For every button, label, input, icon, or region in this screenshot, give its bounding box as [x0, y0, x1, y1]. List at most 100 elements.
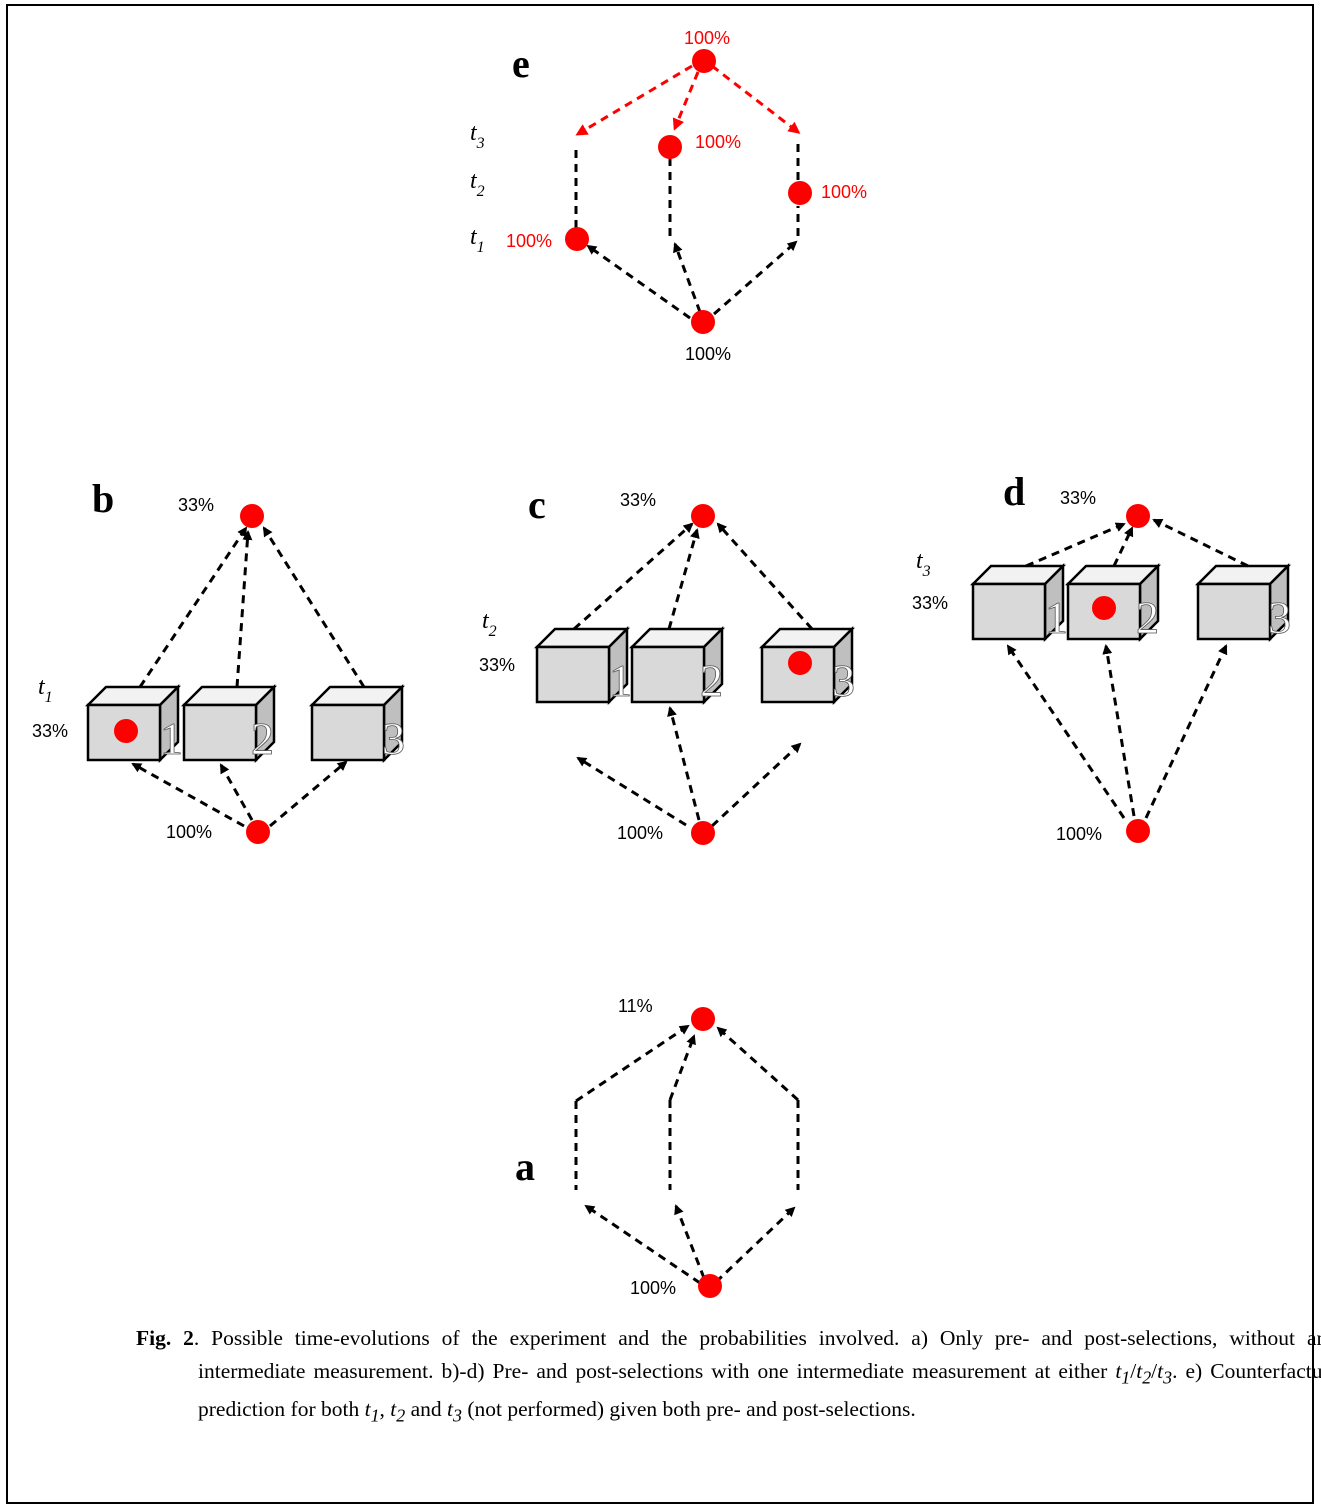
panel-b-top-pct: 33%	[178, 495, 214, 515]
panel-c-bottom-pct: 100%	[617, 823, 663, 843]
panel-d: d 33% t3 33% 1 2 3 100%	[912, 469, 1291, 844]
caption-t1: t	[1115, 1358, 1122, 1383]
panel-b-box-2-number: 2	[251, 713, 274, 764]
panel-e-t2-label: t2	[470, 168, 485, 200]
panel-e-red-arrow-left	[575, 64, 693, 136]
figure-frame	[6, 4, 1314, 1504]
figure-caption: Fig. 2. Possible time-evolutions of the …	[136, 1322, 1321, 1432]
caption-t3-sub: 3	[1163, 1366, 1173, 1387]
panel-d-top-particle	[1126, 504, 1150, 528]
panel-c-arrow-bottom-box3	[710, 742, 802, 828]
panel-d-arrow-box2-top	[1112, 526, 1134, 567]
panel-c-arrow-bottom-box1	[576, 756, 687, 827]
caption-c-t1: t	[364, 1397, 371, 1422]
panel-a-arrow-right-lower	[714, 1206, 796, 1284]
panel-a-arrow-mid-lower	[674, 1204, 706, 1279]
panel-d-arrow-bottom-box1	[1006, 644, 1126, 819]
panel-c-bottom-particle	[691, 821, 715, 845]
caption-t1-sub: 1	[1121, 1366, 1131, 1387]
panel-e-red-arrow-mid	[672, 71, 700, 131]
panel-d-box-2-number: 2	[1136, 592, 1159, 643]
panel-c-arrow-bottom-box2	[667, 706, 701, 821]
panel-e-arrow-left-lower	[586, 244, 691, 320]
caption-c-t3-sub: 3	[453, 1405, 462, 1426]
panel-e-red-arrow-right	[711, 64, 801, 134]
panel-e-top-particle	[692, 49, 716, 73]
panel-c: c 33% t2 33% 1 2 3 100%	[479, 482, 855, 845]
panel-e-arrow-right-lower	[713, 240, 798, 316]
panel-e-t1-label: t1	[470, 224, 485, 256]
panel-b-t-label: t1	[38, 674, 53, 706]
panel-e-left-particle	[565, 227, 589, 251]
caption-slash-2: /	[1151, 1358, 1158, 1383]
caption-t2: t	[1136, 1358, 1143, 1383]
panel-d-arrow-bottom-box2	[1102, 644, 1136, 817]
panel-e-bottom-pct: 100%	[685, 344, 731, 364]
panel-e: e t3 t2 t1 100% 100% 100% 100% 100%	[470, 28, 867, 364]
panel-b-box-3-number: 3	[382, 713, 405, 764]
panel-b-arrow-bottom-box2	[219, 763, 254, 821]
panel-d-letter: d	[1003, 469, 1025, 514]
figure-diagram: e t3 t2 t1 100% 100% 100% 100% 100% b 33…	[32, 28, 1291, 1298]
caption-c-t2-sub: 2	[396, 1405, 406, 1426]
panel-b-bottom-pct: 100%	[166, 822, 212, 842]
caption-c-t1-sub: 1	[370, 1405, 380, 1426]
caption-comma: ,	[379, 1397, 391, 1422]
panel-c-particle-in-box-3	[788, 651, 812, 675]
panel-a-arrow-left-upper	[575, 1024, 690, 1103]
panel-d-bottom-pct: 100%	[1056, 824, 1102, 844]
panel-a-top-pct: 11%	[618, 996, 653, 1016]
panel-b-arrow-box3-top	[262, 526, 366, 688]
caption-text-1: . Possible time-evolutions of the experi…	[193, 1326, 1321, 1383]
panel-a-arrow-left-lower	[584, 1204, 701, 1285]
panel-b-arrow-box2-top	[235, 530, 253, 688]
panel-d-bottom-particle	[1126, 819, 1150, 843]
panel-c-t-label: t2	[482, 608, 497, 640]
panel-e-mid-pct: 100%	[695, 132, 741, 152]
panel-c-arrow-box3-top	[716, 522, 814, 631]
panel-b: b 33% t1 33% 1 2 3 100%	[32, 476, 405, 844]
caption-and: and	[405, 1397, 448, 1422]
panel-e-arrow-mid-lower	[673, 242, 702, 313]
panel-a-bottom-particle	[698, 1274, 722, 1298]
panel-e-left-pct: 100%	[506, 231, 552, 251]
panel-c-letter: c	[528, 482, 546, 527]
panel-d-particle-in-box-2	[1092, 596, 1116, 620]
caption-text-3: (not performed) given both pre- and post…	[461, 1397, 916, 1422]
panel-a-arrow-mid-upper	[668, 1034, 696, 1101]
panel-c-box-1-number: 1	[609, 655, 632, 706]
panel-b-particle-in-box-1	[114, 719, 138, 743]
panel-e-top-pct: 100%	[684, 28, 730, 48]
caption-c-t3: t	[447, 1397, 453, 1422]
panel-d-arrow-box3-top	[1152, 518, 1249, 568]
panel-c-box-pct: 33%	[479, 655, 515, 675]
panel-d-box-1-number: 1	[1045, 592, 1068, 643]
panel-e-mid-particle	[658, 135, 682, 159]
panel-c-box-3-number: 3	[832, 655, 855, 706]
panel-a-arrow-right-upper	[716, 1026, 800, 1102]
caption-t3: t	[1157, 1358, 1164, 1383]
panel-c-box-2-number: 2	[700, 655, 723, 706]
panel-b-box-1-number: 1	[160, 713, 183, 764]
panel-a-letter: a	[515, 1144, 535, 1189]
panel-a-top-particle	[691, 1007, 715, 1031]
panel-e-right-particle	[788, 181, 812, 205]
caption-slash-1: /	[1130, 1358, 1137, 1383]
panel-c-top-particle	[691, 504, 715, 528]
panel-d-box-3-number: 3	[1268, 592, 1291, 643]
caption-c-t2: t	[390, 1397, 397, 1422]
panel-c-top-pct: 33%	[620, 490, 656, 510]
panel-e-bottom-particle	[691, 310, 715, 334]
panel-b-arrow-bottom-box3	[269, 760, 348, 828]
panel-d-arrow-bottom-box3	[1144, 644, 1228, 819]
caption-text-2: . e) Counterfactual prediction for both	[198, 1358, 1321, 1422]
panel-b-top-particle	[240, 504, 264, 528]
panel-c-arrow-box1-top	[573, 522, 694, 631]
panel-d-box-pct: 33%	[912, 593, 948, 613]
panel-d-arrow-box1-top	[1025, 522, 1126, 568]
panel-e-right-pct: 100%	[821, 182, 867, 202]
panel-b-bottom-particle	[246, 820, 270, 844]
panel-b-arrow-box1-top	[138, 526, 248, 688]
panel-b-arrow-bottom-box1	[131, 762, 245, 828]
panel-b-box-pct: 33%	[32, 721, 68, 741]
